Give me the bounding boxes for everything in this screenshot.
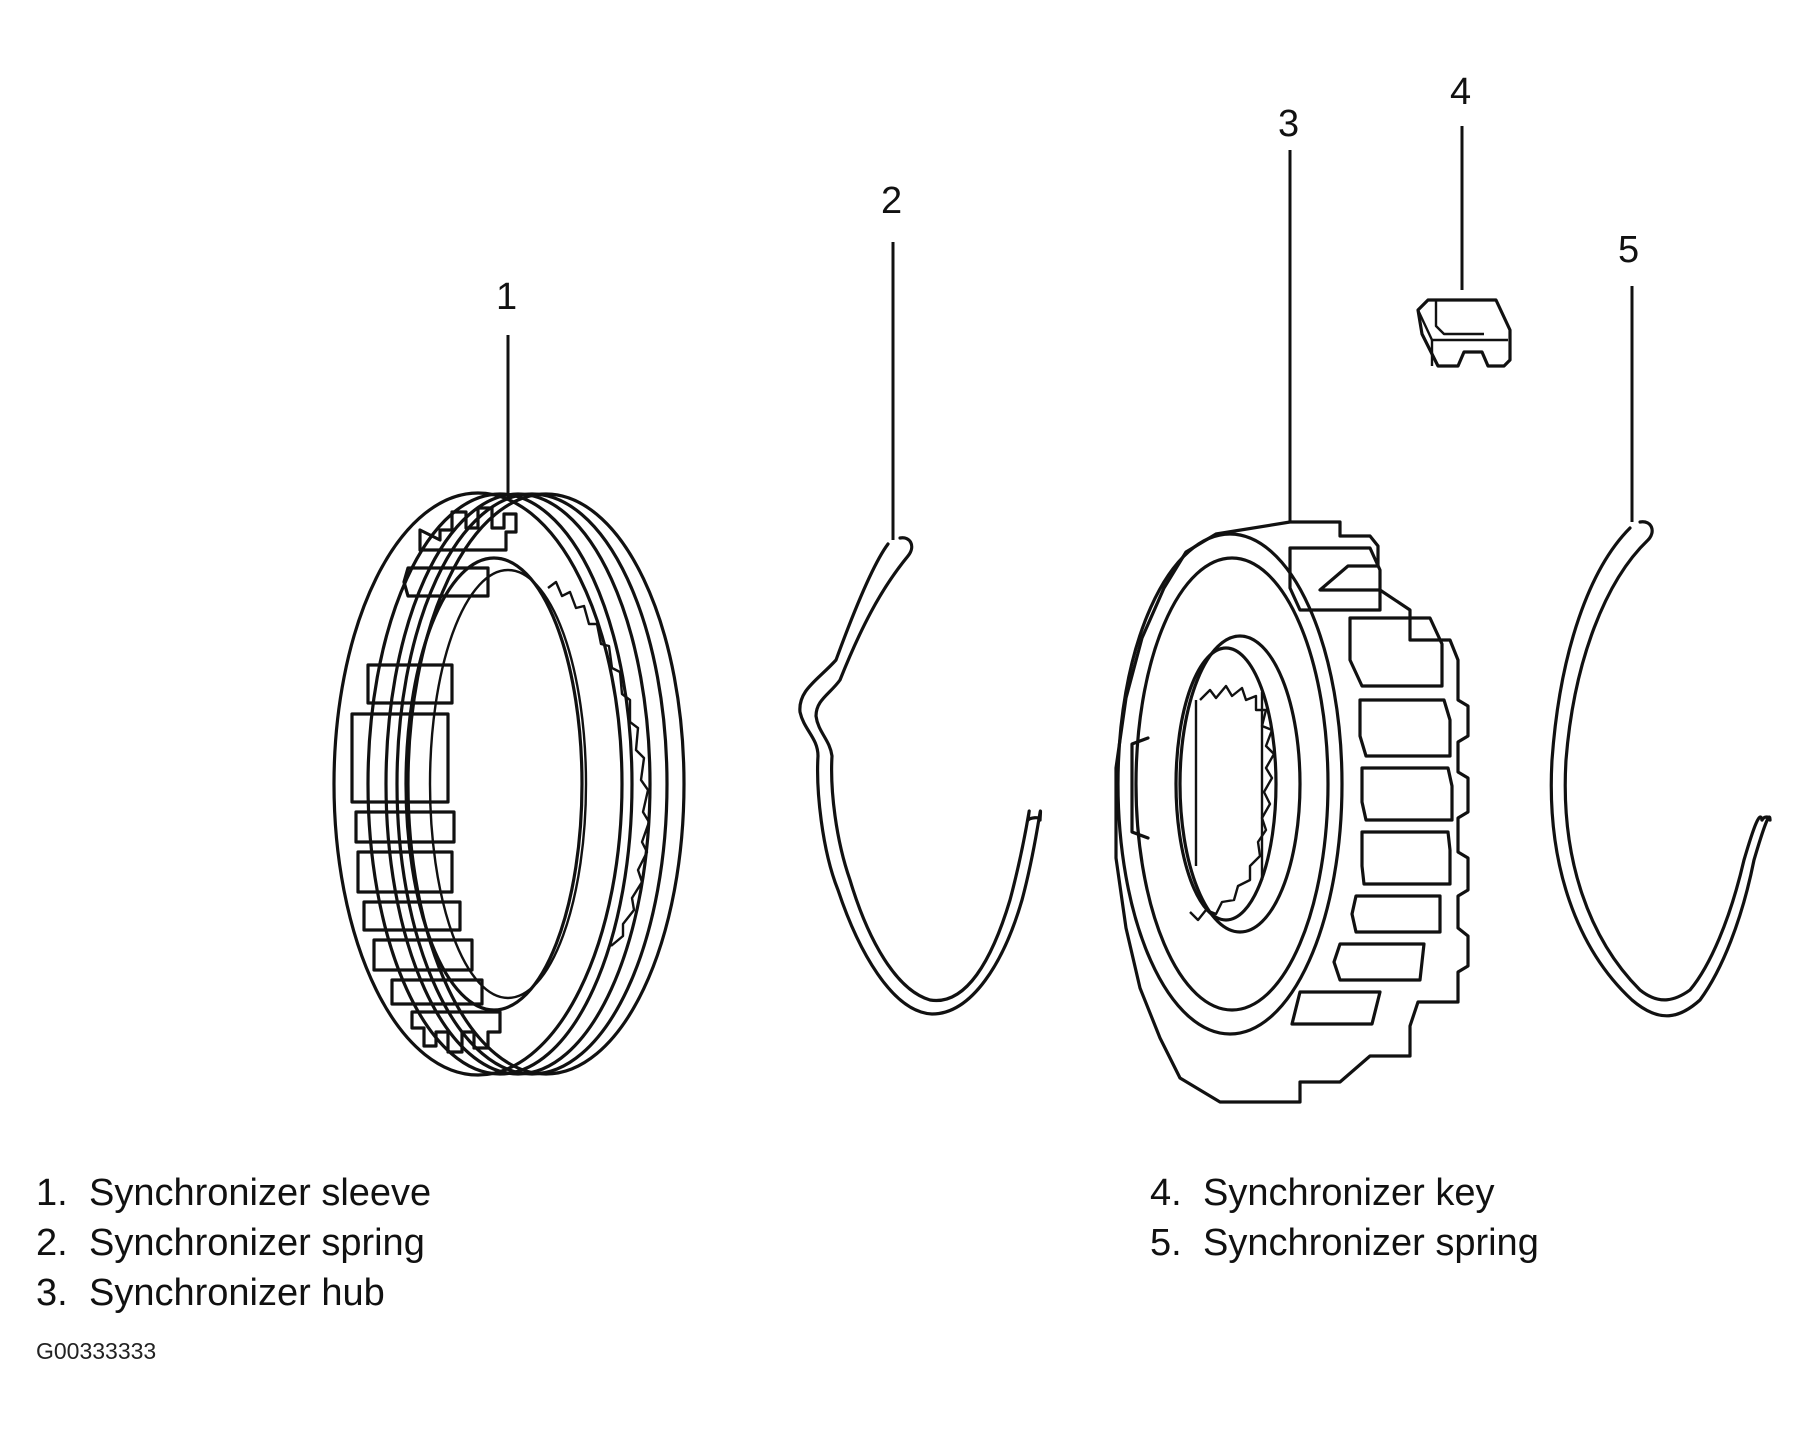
synchronizer-key-drawing: 4 — [1416, 71, 1512, 368]
legend-item-number: 4. — [1150, 1172, 1182, 1214]
figure-id: G00333333 — [36, 1338, 157, 1364]
legend-item-label: Synchronizer hub — [89, 1272, 385, 1314]
legend-item-label: Synchronizer sleeve — [89, 1172, 432, 1214]
legend-item: 5. Synchronizer spring — [1150, 1218, 1539, 1268]
legend-item: 1. Synchronizer sleeve — [36, 1168, 431, 1218]
legend-item-label: Synchronizer spring — [1203, 1222, 1539, 1264]
legend-item: 3. Synchronizer hub — [36, 1268, 431, 1318]
legend-left: 1. Synchronizer sleeve 2. Synchronizer s… — [36, 1168, 431, 1318]
legend-item: 2. Synchronizer spring — [36, 1218, 431, 1268]
legend-item-number: 2. — [36, 1222, 68, 1264]
legend-item: 4. Synchronizer key — [1150, 1168, 1539, 1218]
legend-right: 4. Synchronizer key 5. Synchronizer spri… — [1150, 1168, 1539, 1268]
callout-3: 3 — [1278, 103, 1299, 145]
synchronizer-spring-left-drawing: 2 — [798, 180, 1043, 1016]
callout-5: 5 — [1618, 229, 1639, 271]
legend-item-number: 5. — [1150, 1222, 1182, 1264]
synchronizer-hub-drawing: 3 — [1114, 103, 1470, 1104]
synchronizer-spring-right-drawing: 5 — [1549, 229, 1772, 1018]
legend-item-number: 1. — [36, 1172, 68, 1214]
callout-2: 2 — [881, 180, 902, 222]
legend-item-label: Synchronizer key — [1203, 1172, 1495, 1214]
legend-item-label: Synchronizer spring — [89, 1222, 425, 1264]
synchronizer-sleeve-drawing: 1 — [332, 276, 686, 1077]
legend-item-number: 3. — [36, 1272, 68, 1314]
callout-1: 1 — [496, 276, 517, 318]
callout-4: 4 — [1450, 71, 1471, 113]
